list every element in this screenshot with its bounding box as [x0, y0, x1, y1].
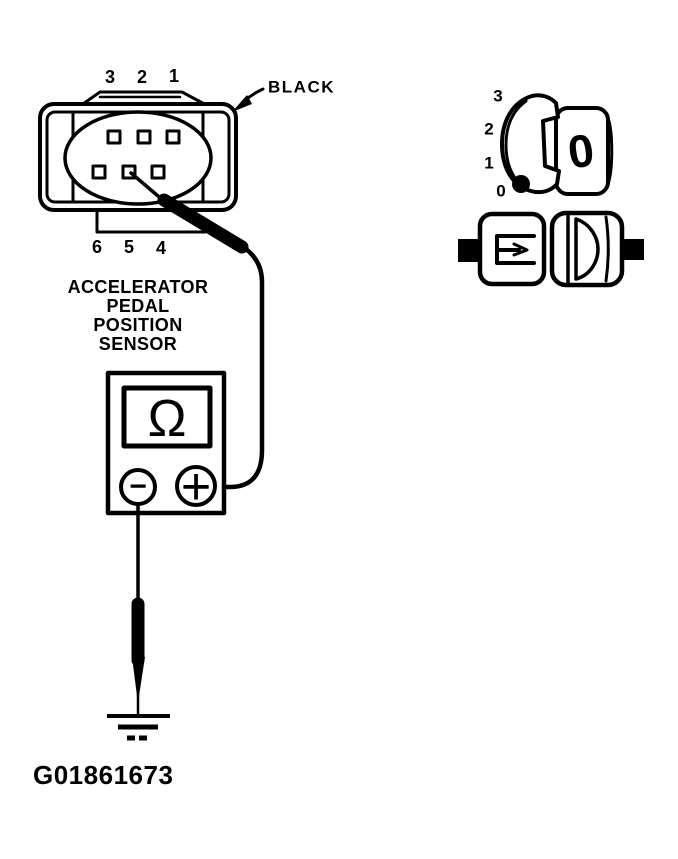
- pin-label-5: 5: [123, 237, 135, 257]
- pin-1-square: [165, 129, 181, 145]
- probe-body: [157, 193, 249, 254]
- connector-halves-drawing: [458, 210, 644, 288]
- pin-6-square: [91, 164, 107, 180]
- dial-value-plate: [554, 106, 610, 196]
- dial-plate-3d-edge: [606, 116, 614, 186]
- dial-knob-rim-line: [504, 99, 528, 188]
- pin-4-square: [150, 164, 166, 180]
- probe-tip: [129, 171, 160, 198]
- pin-label-6: 6: [91, 237, 103, 257]
- female-half-edge-line: [604, 215, 610, 283]
- black-callout-arrow: [232, 87, 265, 112]
- pin-3-square: [106, 129, 122, 145]
- dial-indicator-dot: [512, 175, 530, 193]
- ground-probe-taper: [132, 657, 145, 696]
- pin-label-4: 4: [155, 238, 167, 258]
- ground-symbol: [107, 714, 170, 741]
- female-half-wire-stub: [622, 239, 644, 260]
- positive-terminal: [175, 465, 217, 507]
- male-half-prong-point: [512, 242, 529, 257]
- ohmmeter-drawing: [105, 370, 227, 516]
- connector-latch: [78, 90, 210, 108]
- sensor-caption-line-3: POSITION: [93, 315, 183, 335]
- pin-label-2: 2: [136, 67, 148, 87]
- plus-icon: +: [180, 458, 212, 516]
- dial-scale-label-3: 3: [493, 86, 503, 106]
- sensor-caption-line-2: PEDAL: [106, 296, 170, 316]
- negative-lead: [131, 502, 145, 718]
- dial-knob: [500, 93, 561, 195]
- positive-test-probe: [129, 171, 249, 254]
- dial-assembly-drawing: [500, 93, 614, 196]
- pin-label-1: 1: [168, 66, 180, 86]
- positive-lead-wire: [211, 242, 265, 490]
- male-half-wire-stub: [458, 239, 482, 262]
- pin-label-3: 3: [104, 67, 116, 87]
- dial-scale-label-0: 0: [496, 181, 506, 201]
- black-arrow-head: [232, 95, 252, 112]
- female-half-cavity: [574, 217, 600, 281]
- figure-id: G01861673: [33, 760, 174, 790]
- black-color-label: BLACK: [268, 77, 335, 97]
- ohmmeter-display: [121, 385, 213, 449]
- pin-2-square: [136, 129, 152, 145]
- minus-icon: −: [129, 470, 147, 503]
- ohm-icon: Ω: [147, 390, 187, 448]
- dial-scale-label-2: 2: [484, 119, 494, 139]
- sensor-caption-line-4: SENSOR: [98, 334, 178, 354]
- dial-scale-label-1: 1: [484, 153, 494, 173]
- sensor-connector-drawing: [38, 90, 238, 234]
- sensor-caption-line-1: ACCELERATOR: [67, 277, 209, 297]
- connector-face-oval: [63, 110, 213, 206]
- connector-bottom-tab: [95, 208, 207, 234]
